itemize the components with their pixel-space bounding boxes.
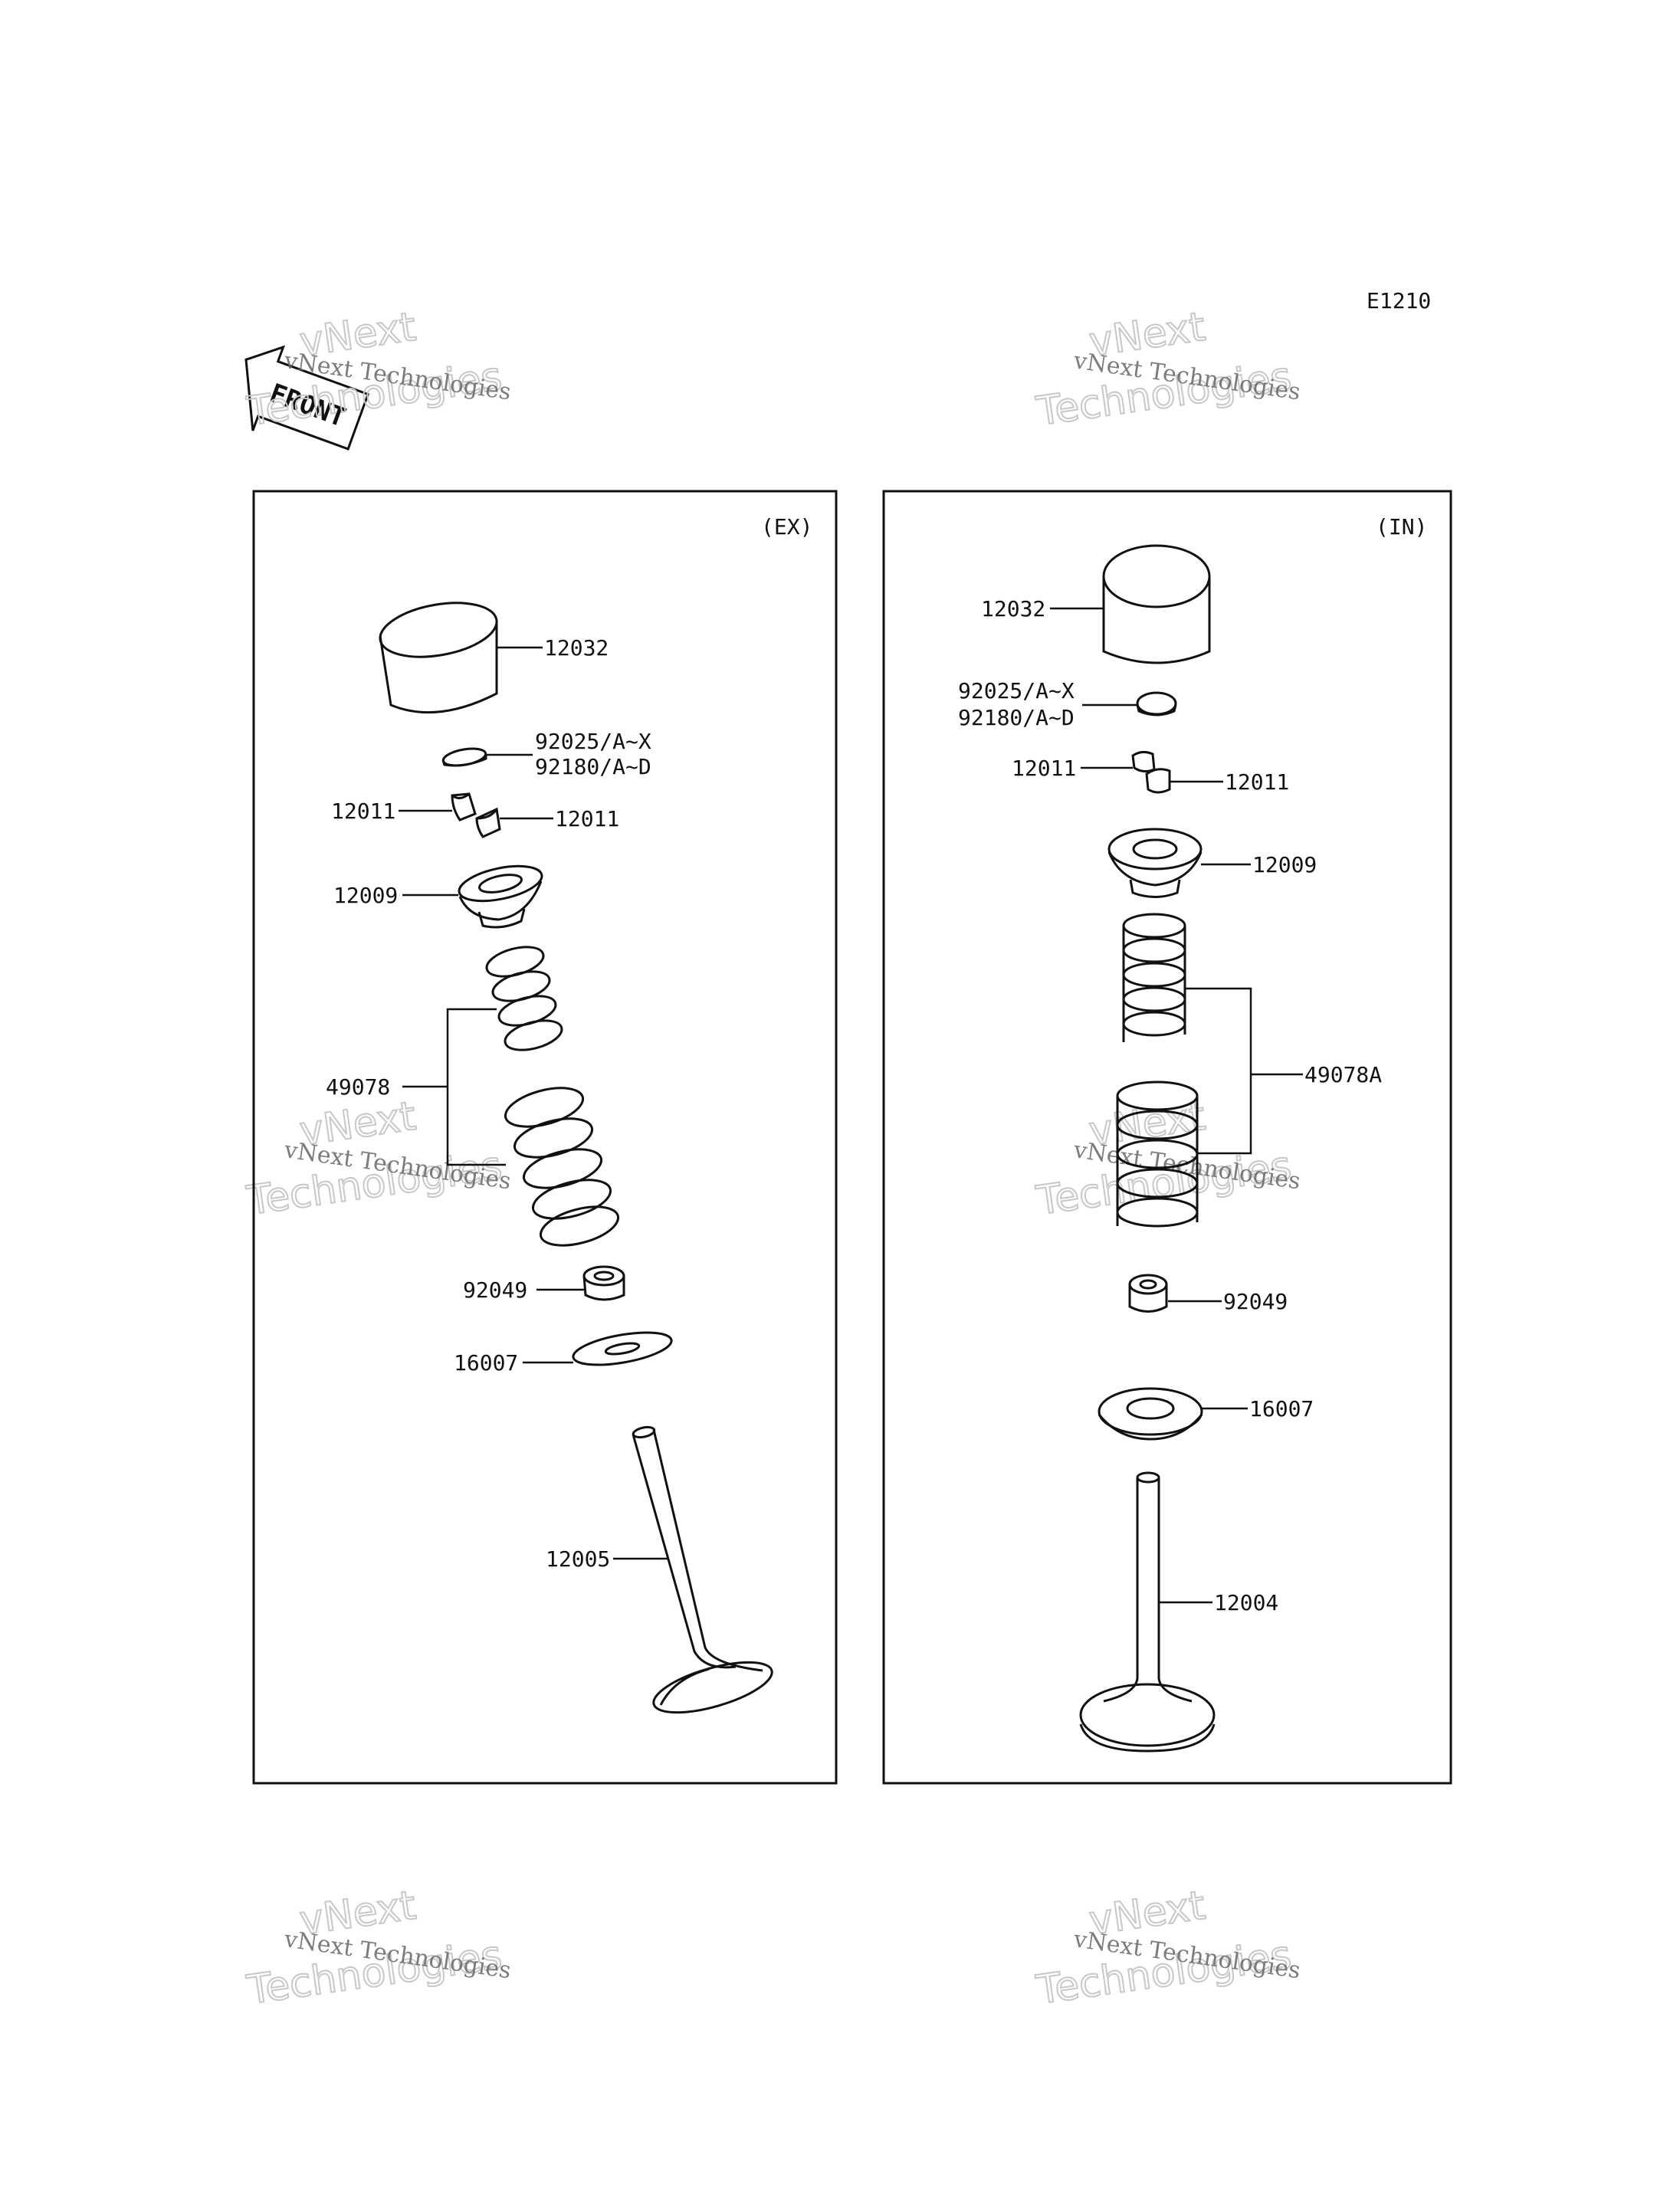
ex-outer-spring: [504, 1087, 620, 1247]
in-outer-spring: [1116, 1080, 1199, 1228]
ex-spring-retainer: [458, 864, 543, 929]
ex-label-shim-b: 92180/A~D: [535, 754, 651, 779]
in-label-shim-a: 92025/A~X: [958, 678, 1075, 703]
in-label-retainer: 12009: [1252, 852, 1317, 877]
in-label-seat: 16007: [1249, 1396, 1314, 1421]
ex-label-cotter-right: 12011: [555, 806, 619, 831]
panel-ex-frame: [252, 490, 838, 1785]
ex-label-spring: 49078: [326, 1074, 390, 1100]
diagram-code: E1210: [1367, 288, 1431, 313]
ex-label-lifter: 12032: [544, 635, 609, 661]
ex-cotter-right: [475, 807, 501, 838]
front-arrow-icon: FRONT: [244, 345, 370, 451]
ex-label-shim-a: 92025/A~X: [535, 729, 651, 754]
in-valve-lifter: [1102, 544, 1211, 664]
in-inner-spring: [1122, 913, 1186, 1042]
ex-spring-seat: [572, 1331, 673, 1366]
in-spring-seat: [1098, 1387, 1203, 1441]
in-intake-valve: [1079, 1471, 1216, 1753]
ex-label-valve: 12005: [546, 1546, 610, 1572]
ex-inner-spring: [485, 946, 563, 1051]
in-cotter-right: [1145, 768, 1171, 794]
ex-valve-lifter: [379, 602, 498, 714]
ex-label-seal: 92049: [463, 1277, 527, 1303]
in-spring-retainer: [1107, 828, 1203, 898]
in-cotter-left: [1131, 750, 1156, 773]
in-shim: [1136, 691, 1177, 716]
in-label-shim-b: 92180/A~D: [958, 705, 1075, 730]
panel-in-title: (IN): [1376, 514, 1427, 539]
in-label-spring: 49078A: [1304, 1062, 1382, 1087]
panel-ex-title: (EX): [761, 514, 812, 539]
in-label-valve: 12004: [1214, 1590, 1278, 1615]
ex-valve-stem-seal: [582, 1265, 625, 1301]
panel-in: (IN) 12032 92025/A~X 92180/A~D 12011 120…: [882, 490, 1452, 1785]
ex-label-seat: 16007: [454, 1350, 518, 1376]
panel-in-frame: [882, 490, 1452, 1785]
ex-shim: [441, 747, 487, 767]
in-label-cotter-right: 12011: [1225, 769, 1289, 795]
ex-exhaust-valve: [632, 1425, 773, 1714]
ex-label-cotter-left: 12011: [331, 798, 395, 824]
in-valve-stem-seal: [1128, 1274, 1168, 1313]
in-label-seal: 92049: [1223, 1289, 1288, 1314]
ex-label-retainer: 12009: [333, 883, 398, 908]
in-label-cotter-left: 12011: [1012, 756, 1076, 781]
panel-ex: (EX) 12032 92025/A~X 92180/A~D 12011 120…: [252, 490, 838, 1785]
ex-cotter-left: [451, 792, 477, 821]
in-label-lifter: 12032: [981, 596, 1045, 621]
